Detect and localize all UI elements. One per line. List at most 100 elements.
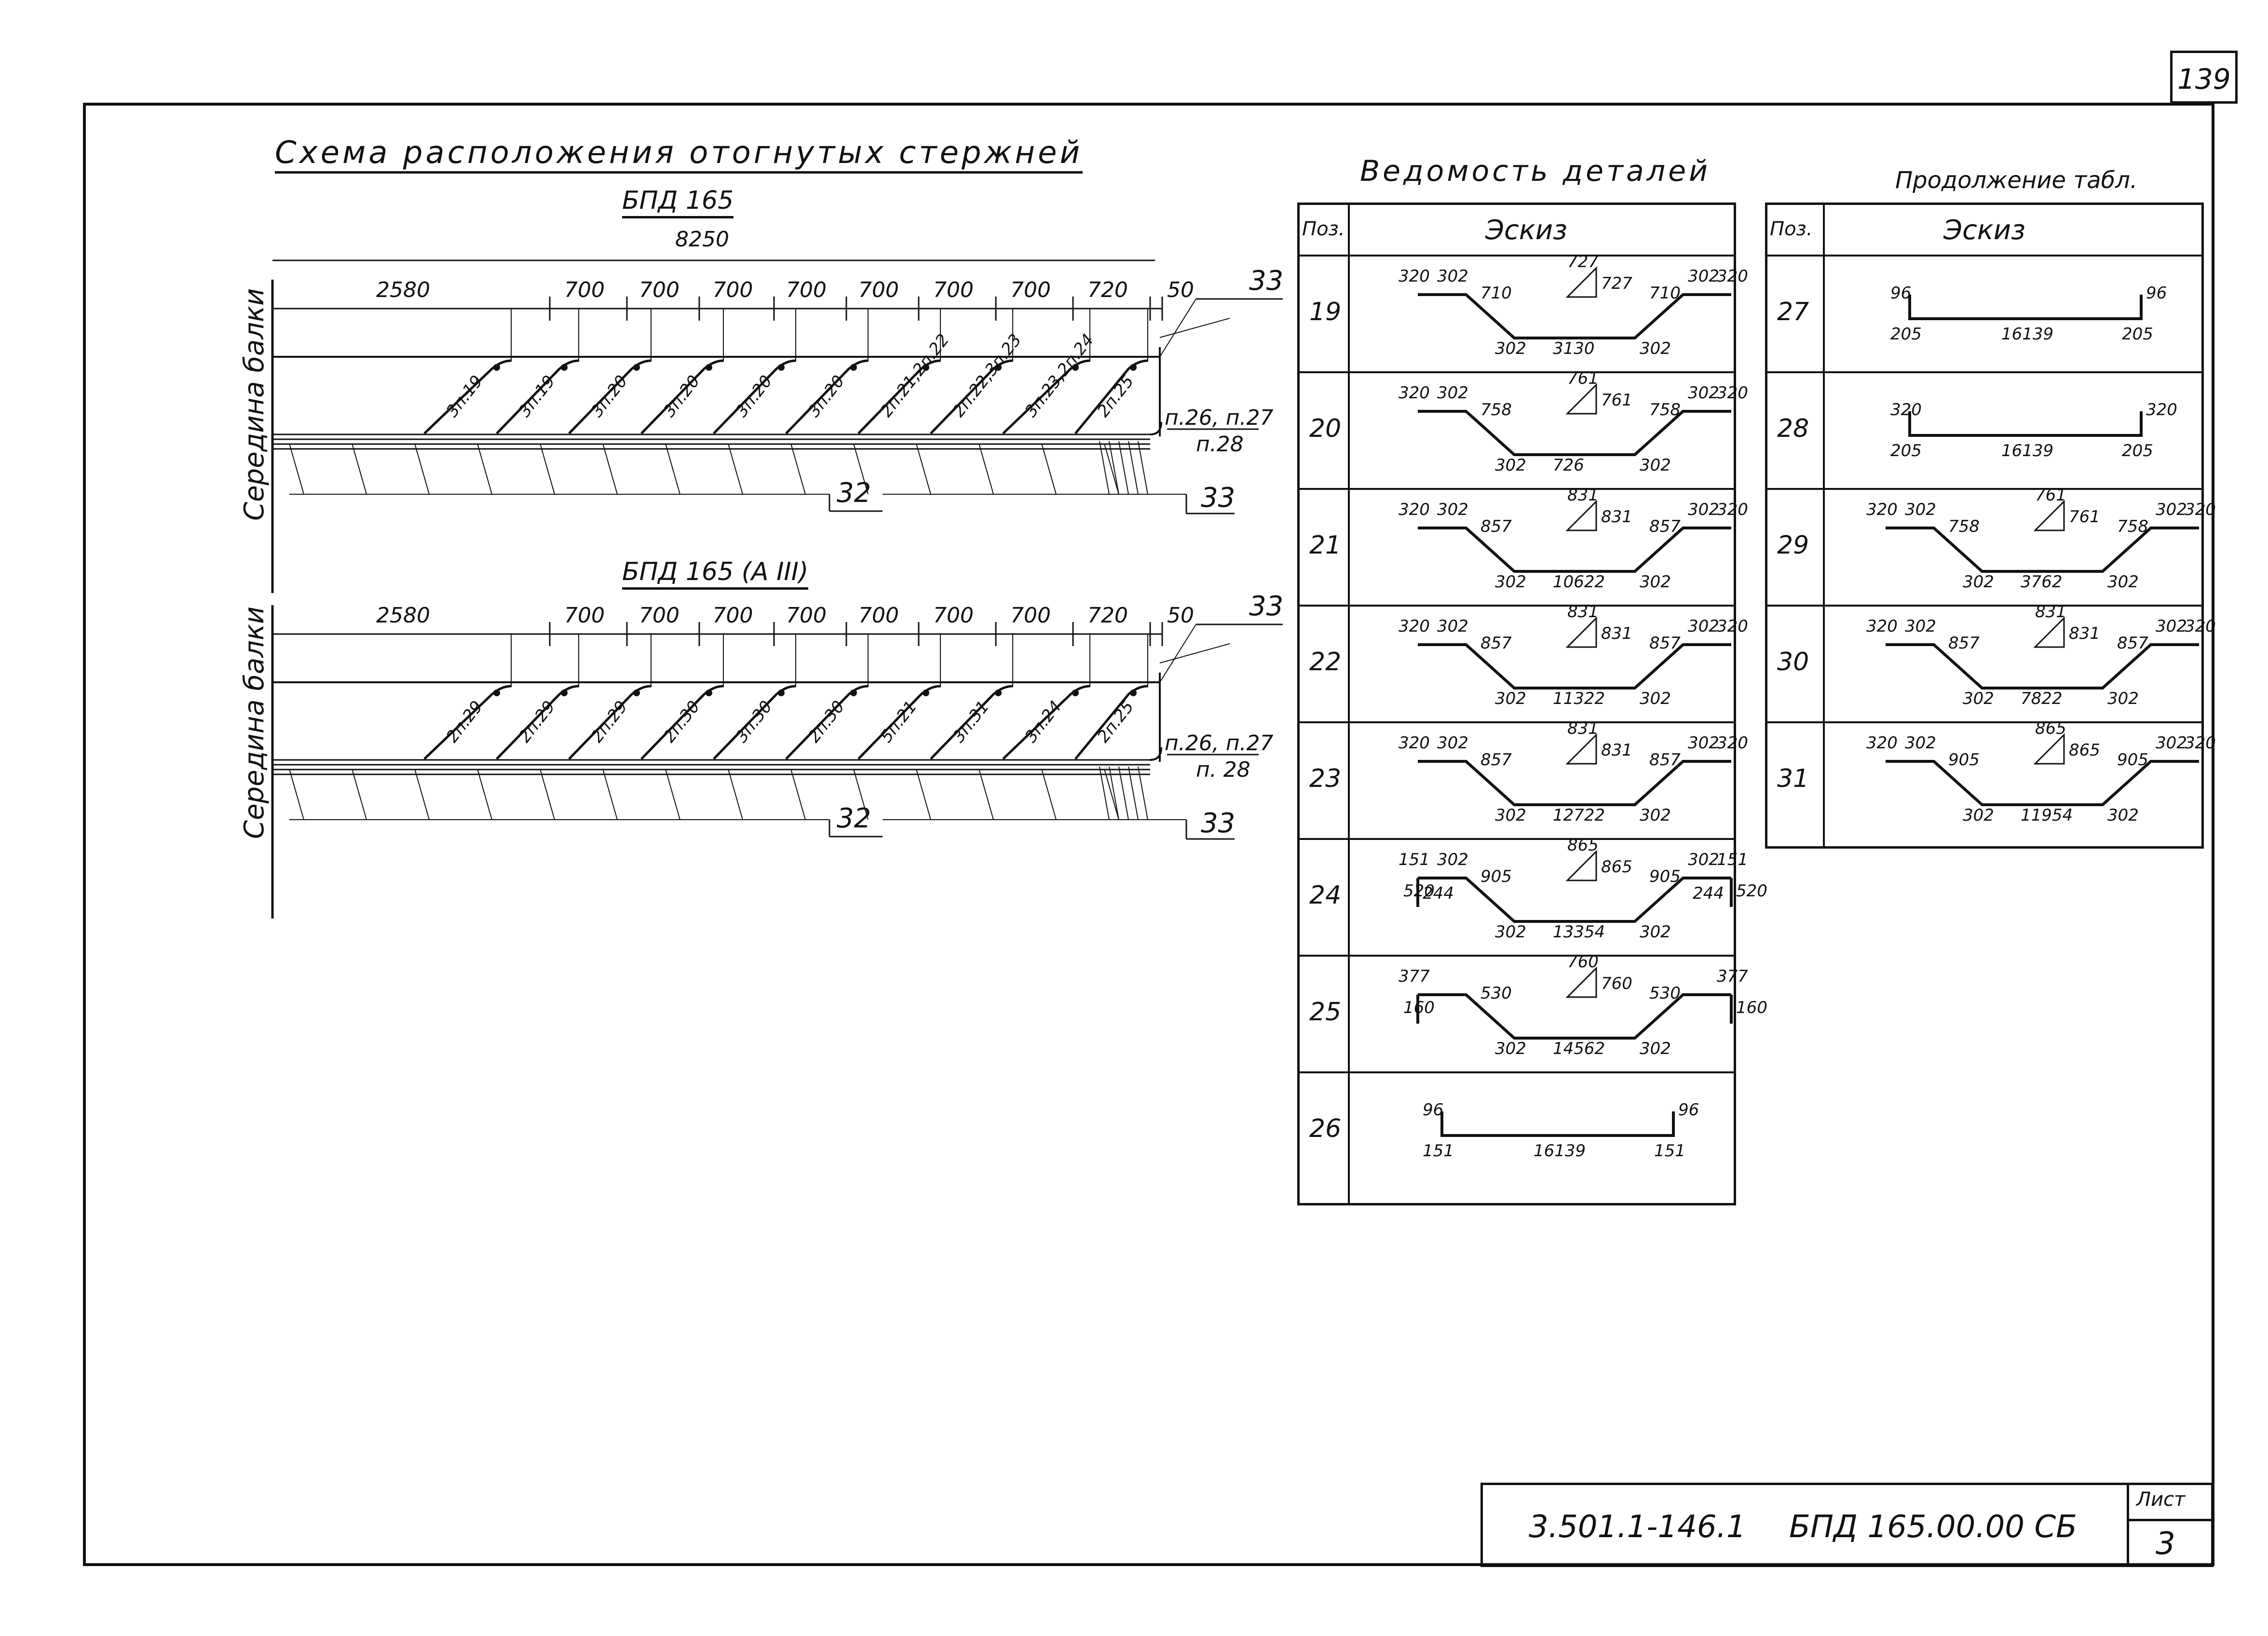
straight-left: 302 xyxy=(1905,733,1936,753)
triangle-vertical: 865 xyxy=(1601,857,1632,877)
straight-right: 302 xyxy=(2156,733,2187,753)
straight-right: 302 xyxy=(2156,617,2187,636)
span-dim: 700 xyxy=(712,603,753,628)
span-dim: 50 xyxy=(1167,603,1194,628)
bottom-leader xyxy=(414,443,430,495)
incline-left: 530 xyxy=(1480,984,1512,1003)
hook-inner-right: 244 xyxy=(1693,884,1724,903)
details2-col-sketch: Эскиз xyxy=(1943,215,2025,246)
bent-bar xyxy=(640,685,724,760)
details-table-continued xyxy=(1765,203,2204,849)
bent-bar xyxy=(496,359,579,434)
sheet-number-cell xyxy=(2127,1483,2214,1567)
bottom-left: 302 xyxy=(1963,689,1994,708)
bottom-left: 302 xyxy=(1963,806,1994,825)
end-length-right: 320 xyxy=(2185,733,2216,753)
end-length-left: 320 xyxy=(1399,617,1430,636)
incline-left: 905 xyxy=(1948,750,1980,770)
bottom-right: 302 xyxy=(1640,689,1671,708)
straight-left: 302 xyxy=(1437,617,1468,636)
bent-bar xyxy=(423,685,512,760)
bent-bar xyxy=(857,685,941,760)
slope-triangle xyxy=(1565,266,1597,298)
incline-left: 758 xyxy=(1480,400,1512,419)
bottom-leader xyxy=(665,443,680,495)
triangle-horizontal: 761 xyxy=(2035,486,2066,505)
bent-bar-dot xyxy=(1130,364,1137,371)
stirrup-leader xyxy=(1118,441,1129,495)
hook-right: 520 xyxy=(1736,881,1767,901)
bottom-leader xyxy=(916,443,931,495)
straight-bar-sketch xyxy=(1440,1111,1675,1137)
bottom-leader xyxy=(414,769,430,820)
bent-bar-sketch xyxy=(1418,410,1731,456)
bent-bar-dot xyxy=(1130,690,1137,696)
bottom-leader xyxy=(978,769,994,820)
bent-bar xyxy=(713,359,796,434)
end-length-right: 320 xyxy=(1717,617,1748,636)
bent-bar xyxy=(785,685,869,760)
bottom-right: 302 xyxy=(2107,572,2139,592)
slope-triangle xyxy=(2033,500,2065,531)
incline-right: 857 xyxy=(2117,634,2148,653)
hook-right: 160 xyxy=(1736,998,1767,1017)
end-pos-label2: п.28 xyxy=(1196,432,1244,457)
slope-triangle xyxy=(1565,850,1597,881)
span-dim: 700 xyxy=(564,278,605,302)
bottom-leader xyxy=(853,443,869,495)
bent-bar-dot xyxy=(778,690,785,696)
leg-right: 320 xyxy=(2146,400,2177,419)
bottom-leader xyxy=(602,769,618,820)
bent-bar-dot xyxy=(995,364,1002,371)
straight-bar-sketch xyxy=(1908,295,2143,320)
bottom-left: 302 xyxy=(1495,1039,1526,1058)
stirrup-leader xyxy=(1128,441,1139,495)
span-dim: 700 xyxy=(712,278,753,302)
bottom-leader xyxy=(540,769,555,820)
corner-number: 139 xyxy=(2177,63,2231,95)
bent-bar-dot xyxy=(706,690,712,696)
bent-bar-sketch xyxy=(1418,527,1731,573)
callout-leader xyxy=(1159,298,1196,357)
incline-left: 710 xyxy=(1480,284,1512,303)
bottom-length: 726 xyxy=(1553,456,1584,475)
end-pos-label: п.26, п.27 xyxy=(1165,731,1274,756)
corner-number-box xyxy=(2170,51,2238,104)
triangle-horizontal: 831 xyxy=(1567,602,1599,622)
incline-right: 857 xyxy=(1649,517,1681,536)
end-length-right: 320 xyxy=(1717,383,1748,403)
bent-bar xyxy=(568,359,652,434)
bent-bar-sketch xyxy=(1418,293,1731,339)
bottom-right: 302 xyxy=(2107,806,2139,825)
position-number: 27 xyxy=(1777,297,1809,326)
bent-bar-sketch xyxy=(1418,877,1731,923)
details-col-pos: Поз. xyxy=(1302,218,1345,240)
bottom-leader xyxy=(916,769,931,820)
position-number: 29 xyxy=(1777,531,1809,560)
end-left: 205 xyxy=(1890,441,1922,460)
callout-top: 33 xyxy=(1249,265,1284,297)
details2-col-pos: Поз. xyxy=(1770,218,1813,240)
triangle-vertical: 831 xyxy=(1601,624,1632,643)
incline-left: 857 xyxy=(1480,517,1512,536)
bent-bar-dot xyxy=(706,364,712,371)
incline-right: 905 xyxy=(2117,750,2148,770)
span-dim: 700 xyxy=(639,603,679,628)
triangle-vertical: 760 xyxy=(1601,974,1632,993)
slope-triangle xyxy=(1565,500,1597,531)
end-length-right: 320 xyxy=(2185,617,2216,636)
bottom-length: 10622 xyxy=(1553,572,1605,592)
end-length-right: 320 xyxy=(1717,500,1748,519)
bent-bar-sketch xyxy=(1418,760,1731,806)
triangle-vertical: 831 xyxy=(1601,507,1632,527)
stirrup-leader xyxy=(1128,766,1139,820)
leg-right: 96 xyxy=(1678,1100,1699,1120)
bottom-left: 302 xyxy=(1963,572,1994,592)
straight-right: 302 xyxy=(1688,267,1719,286)
span-dim: 2580 xyxy=(376,278,430,302)
incline-right: 857 xyxy=(1649,750,1681,770)
details-table xyxy=(1297,203,1736,1205)
hook-left: 160 xyxy=(1403,998,1435,1017)
